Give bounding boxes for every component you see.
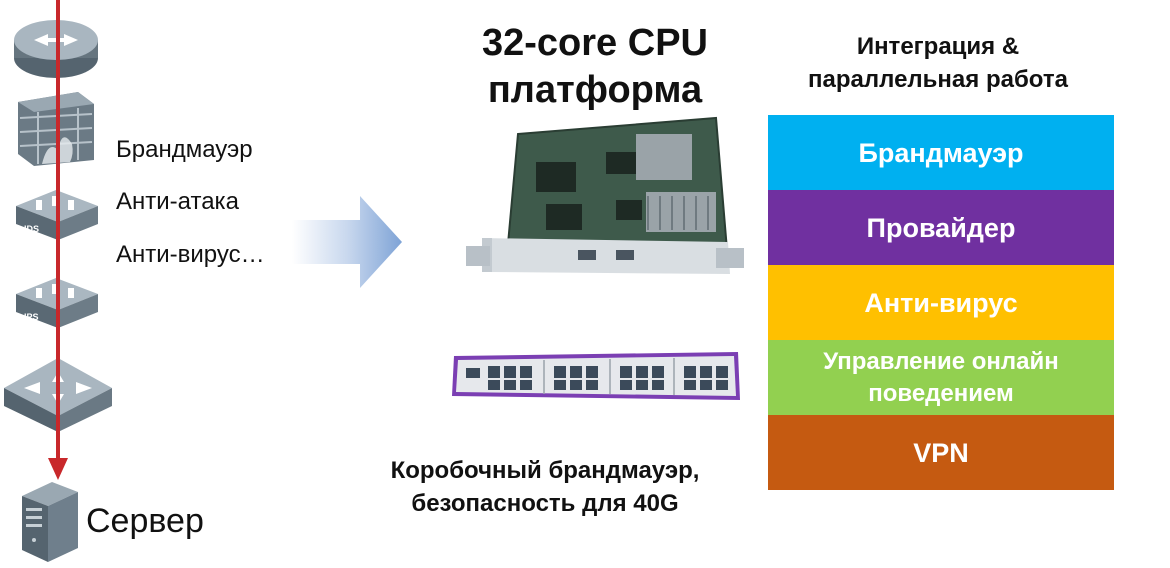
server-icon (22, 482, 78, 562)
label-firewall: Брандмауэр (116, 136, 253, 163)
cpu-platform-title: 32-core CPU платформа (420, 20, 770, 114)
service-block-label: Брандмауэр (858, 137, 1024, 168)
integration-title-line-2: параллельная работа (808, 66, 1068, 93)
block-vpn: VPN (768, 415, 1114, 490)
box-caption-line-1: Коробочный брандмауэр, (390, 457, 700, 484)
service-block-label: Управление онлайн (823, 347, 1059, 375)
server-label: Сервер (86, 502, 204, 540)
traffic-flow-line (56, 0, 60, 462)
ids-label: IDS (24, 224, 39, 234)
integration-title-line-1: Интеграция & (856, 33, 1020, 60)
label-anti-attack: Анти-атака (116, 188, 239, 215)
service-block-label: Анти-вирус (864, 287, 1018, 318)
network-device-stack: IDS IPS (0, 0, 120, 568)
box-caption-line-2: безопасность для 40G (411, 490, 679, 517)
service-block-label: VPN (913, 437, 969, 468)
integration-title: Интеграция & параллельная работа (748, 30, 1128, 96)
block-anti-virus: Анти-вирус (768, 265, 1114, 340)
box-firewall-caption: Коробочный брандмауэр, безопасность для … (340, 454, 750, 520)
ips-label: IPS (24, 312, 39, 322)
block-provider: Провайдер (768, 190, 1114, 265)
service-block-label: поведением (868, 379, 1014, 407)
transition-arrow-icon (292, 196, 402, 288)
cpu-title-line-1: 32-core CPU (482, 22, 708, 64)
block-online-behavior: Управление онлайн поведением (768, 340, 1114, 415)
box-firewall-image (452, 352, 740, 400)
label-anti-virus: Анти-вирус… (116, 241, 265, 268)
cpu-title-line-2: платформа (487, 69, 703, 111)
traffic-flow-arrowhead (48, 458, 68, 480)
block-firewall: Брандмауэр (768, 115, 1114, 190)
router-icon (14, 20, 98, 78)
service-block-label: Провайдер (866, 212, 1016, 243)
cpu-board-image (466, 116, 744, 274)
